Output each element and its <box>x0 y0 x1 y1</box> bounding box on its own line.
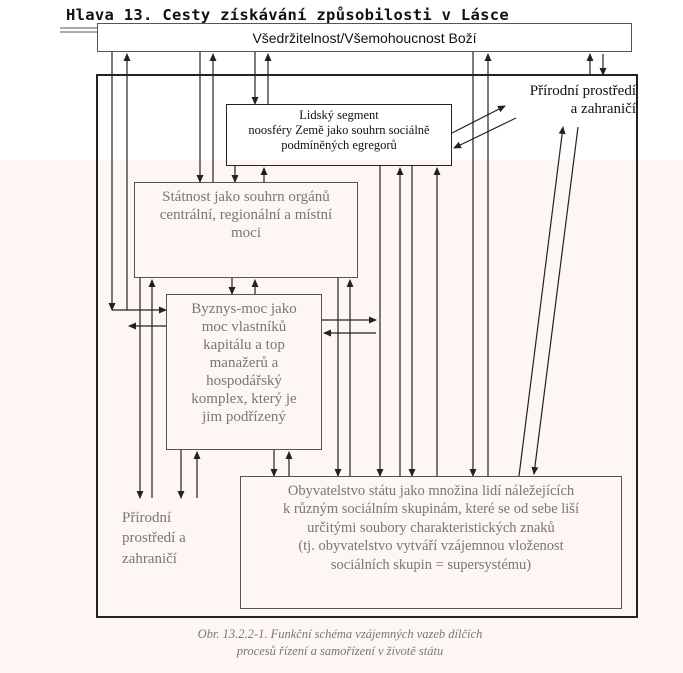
nature-bottom-line: Přírodní <box>122 510 172 526</box>
state-frame <box>96 74 638 618</box>
arrow-population-to-nature <box>518 126 566 477</box>
population-line: Obyvatelstvo státu jako množina lidí nál… <box>287 483 575 499</box>
nature-bottom-line: zahraničí <box>122 550 177 567</box>
business-line: Byznys-moc jako <box>191 301 297 317</box>
business-line: manažerů a <box>209 355 279 371</box>
nature-bottom-line: prostředí a <box>122 530 186 547</box>
human-segment-line: Lidský segment <box>299 108 379 122</box>
caption-line: Obr. 13.2.2-1. Funkční schéma vzájemných… <box>197 627 483 641</box>
business-line: hospodářský <box>206 373 282 389</box>
population-line: k různým sociálním skupinám, které se od… <box>283 501 579 518</box>
nature-top-line: Přírodní prostředí <box>529 83 636 99</box>
population-box <box>240 476 622 609</box>
human-segment-label: Lidský segment noosféry Země jako souhrn… <box>226 108 452 153</box>
omnipotence-box <box>97 23 632 52</box>
background-tint <box>0 160 683 673</box>
state-line: centrální, regionální a místní <box>159 207 333 223</box>
human-segment-line: podmíněných egregorů <box>281 138 397 152</box>
population-line: určitými soubory charakteristických znak… <box>307 519 555 536</box>
human-segment-line: noosféry Země jako souhrn sociálně <box>248 123 430 137</box>
business-label: Byznys-moc jako moc vlastníků kapitálu a… <box>166 300 322 426</box>
caption-line: procesů řízení a samořízení v životě stá… <box>236 643 444 658</box>
figure-caption: Obr. 13.2.2-1. Funkční schéma vzájemných… <box>120 626 560 660</box>
population-line: sociálních skupin = supersystému) <box>330 556 532 573</box>
nature-top-line: a zahraničí <box>570 101 636 117</box>
state-line: Státnost jako souhrn orgánů <box>162 189 330 205</box>
business-box <box>166 294 322 450</box>
arrow-nature-to-population <box>531 126 579 475</box>
state-box <box>134 182 358 278</box>
state-label: Státnost jako souhrn orgánů centrální, r… <box>134 188 358 242</box>
nature-top-label: Přírodní prostředí a zahraničí <box>486 82 636 118</box>
arrow-human-to-nature <box>451 105 506 134</box>
omnipotence-label: Všedržitelnost/Všemohoucnost Boží <box>252 30 477 46</box>
population-line: (tj. obyvatelstvo vytváří vzájemnou vlož… <box>298 538 564 555</box>
state-line: moci <box>231 225 261 241</box>
chapter-title: Hlava 13. Cesty získávání způsobilosti v… <box>66 6 510 24</box>
population-label: Obyvatelstvo státu jako množina lidí nál… <box>240 482 622 574</box>
nature-bottom-label: Přírodní prostředí a zahraničí <box>122 508 232 569</box>
business-line: jim podřízený <box>202 409 286 425</box>
arrow-nature-to-human <box>453 117 517 149</box>
human-segment-box <box>226 104 452 166</box>
business-line: moc vlastníků <box>201 319 287 335</box>
business-line: kapitálu a top <box>203 337 285 353</box>
business-line: komplex, který je <box>191 391 297 407</box>
